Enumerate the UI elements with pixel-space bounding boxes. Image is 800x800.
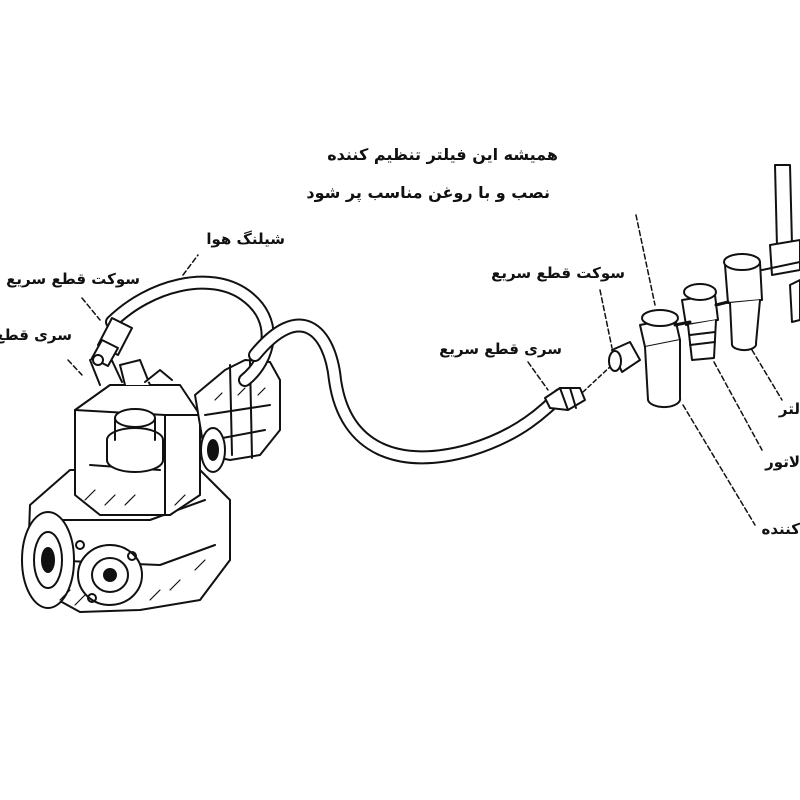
regulator-label: لاتور <box>765 453 800 471</box>
right-quick-socket <box>608 341 641 373</box>
note-line-1: همیشه این فیلتر تنظیم کننده <box>327 145 558 164</box>
left-socket-label: سوکت قطع سریع <box>6 270 140 288</box>
frl-unit <box>639 164 800 409</box>
left-head-label: سری قطع <box>0 326 72 344</box>
left-quick-socket <box>91 317 133 367</box>
right-quick-plug <box>544 387 586 411</box>
right-head-label: سری قطع سریع <box>439 340 562 358</box>
note-line-2: نصب و با روغن مناسب پر شود <box>306 183 550 202</box>
connection-line <box>582 364 613 393</box>
right-socket-label: سوکت قطع سریع <box>491 264 625 282</box>
leader-lines <box>67 214 783 526</box>
air-hose-label: شیلنگ هوا <box>206 230 285 248</box>
filter-label: لتر <box>778 400 800 418</box>
air-hose <box>105 275 567 465</box>
lubricator-label: کننده <box>761 520 800 538</box>
strapping-tool <box>21 351 281 613</box>
